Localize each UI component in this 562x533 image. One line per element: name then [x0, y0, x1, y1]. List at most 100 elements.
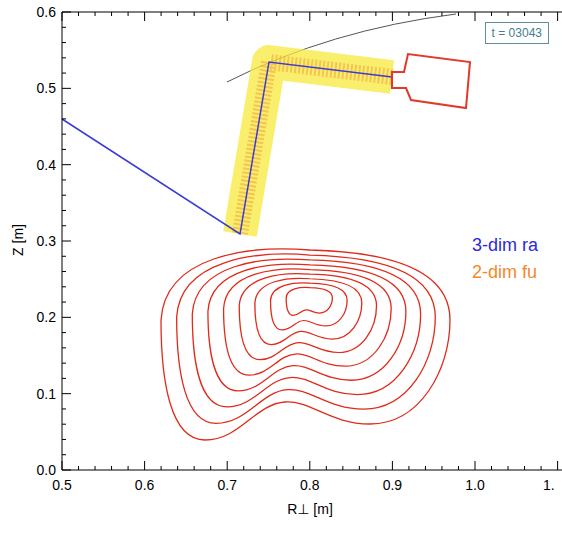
tick-mark: [508, 466, 509, 470]
axis-label: Z [m]: [11, 224, 25, 256]
tick-mark: [62, 57, 66, 58]
tick-mark: [508, 12, 509, 16]
tick-mark: [62, 179, 66, 180]
tick-mark: [491, 12, 492, 16]
legend-text: 3-dim ra: [468, 234, 542, 256]
tick-mark: [210, 12, 211, 16]
tick-label: 0.5: [37, 81, 56, 95]
tick-mark: [161, 12, 162, 16]
tick-mark: [541, 12, 542, 16]
tick-mark: [62, 27, 66, 28]
flux-surfaces: [161, 249, 450, 440]
tick-mark: [194, 466, 195, 470]
antenna-horn: [392, 54, 470, 108]
tick-mark: [62, 461, 63, 470]
tick-mark: [177, 12, 178, 16]
tick-mark: [78, 12, 79, 16]
tick-label: 0.7: [217, 478, 236, 492]
tick-mark: [441, 12, 442, 16]
tick-mark: [62, 210, 66, 211]
tick-mark: [276, 12, 277, 16]
tick-mark: [227, 12, 228, 21]
tick-mark: [62, 149, 66, 150]
tick-mark: [392, 12, 393, 21]
tick-mark: [177, 466, 178, 470]
tick-mark: [62, 12, 71, 13]
tick-mark: [293, 12, 294, 16]
tick-mark: [425, 12, 426, 16]
beam-halo: [240, 62, 392, 234]
flux-contour: [208, 264, 406, 391]
tick-mark: [62, 408, 66, 409]
tick-mark: [161, 466, 162, 470]
tick-mark: [62, 317, 71, 318]
tick-label: 0.3: [37, 234, 56, 248]
tick-mark: [62, 286, 66, 287]
tick-label: 0.9: [383, 478, 402, 492]
axis-label: R⊥ [m]: [287, 502, 333, 516]
tick-mark: [62, 12, 63, 21]
tick-mark: [62, 256, 66, 257]
tick-label: 0.2: [37, 310, 56, 324]
time-stamp: t = 03043: [492, 27, 542, 39]
tick-mark: [541, 466, 542, 470]
tick-mark: [95, 12, 96, 16]
tick-mark: [260, 12, 261, 16]
tick-mark: [557, 461, 558, 470]
tick-mark: [62, 347, 66, 348]
tick-mark: [194, 12, 195, 16]
tick-mark: [309, 461, 310, 470]
tick-label: 1.: [543, 478, 555, 492]
tick-mark: [458, 12, 459, 16]
tick-mark: [475, 12, 476, 21]
tick-mark: [62, 241, 71, 242]
tick-mark: [425, 466, 426, 470]
tick-mark: [524, 12, 525, 16]
tick-label: 0.0: [37, 463, 56, 477]
tick-mark: [359, 466, 360, 470]
flux-contour: [286, 287, 332, 315]
tick-mark: [95, 466, 96, 470]
tick-label: 0.1: [37, 387, 56, 401]
tick-mark: [375, 12, 376, 16]
tick-mark: [326, 466, 327, 470]
tick-mark: [326, 12, 327, 16]
tick-mark: [392, 461, 393, 470]
legend-text: 2-dim fu: [468, 261, 541, 283]
tick-mark: [243, 12, 244, 16]
tick-mark: [210, 466, 211, 470]
tick-mark: [557, 12, 558, 21]
tick-mark: [62, 363, 66, 364]
tick-label: 1.0: [465, 478, 484, 492]
tick-mark: [227, 461, 228, 470]
beam-core: [240, 62, 392, 234]
tick-mark: [111, 466, 112, 470]
tick-mark: [491, 466, 492, 470]
tick-mark: [62, 271, 66, 272]
tick-mark: [128, 466, 129, 470]
flux-contour: [239, 274, 376, 360]
tick-mark: [62, 439, 66, 440]
tick-mark: [408, 466, 409, 470]
tick-label: 0.6: [37, 5, 56, 19]
axis-ticks: [62, 12, 558, 470]
tick-mark: [375, 466, 376, 470]
tick-mark: [475, 461, 476, 470]
tick-mark: [342, 466, 343, 470]
ray-trace: [62, 62, 392, 234]
tick-mark: [243, 466, 244, 470]
flux-contour: [271, 283, 348, 330]
tick-mark: [62, 134, 66, 135]
tick-mark: [408, 12, 409, 16]
tick-mark: [62, 302, 66, 303]
tick-mark: [62, 118, 66, 119]
tick-mark: [62, 195, 66, 196]
tick-mark: [62, 393, 71, 394]
tick-mark: [62, 42, 66, 43]
tick-mark: [128, 12, 129, 16]
flux-contour: [161, 249, 450, 440]
tick-mark: [62, 225, 66, 226]
tick-label: 0.6: [135, 478, 154, 492]
time-box: t = 03043: [485, 22, 549, 44]
